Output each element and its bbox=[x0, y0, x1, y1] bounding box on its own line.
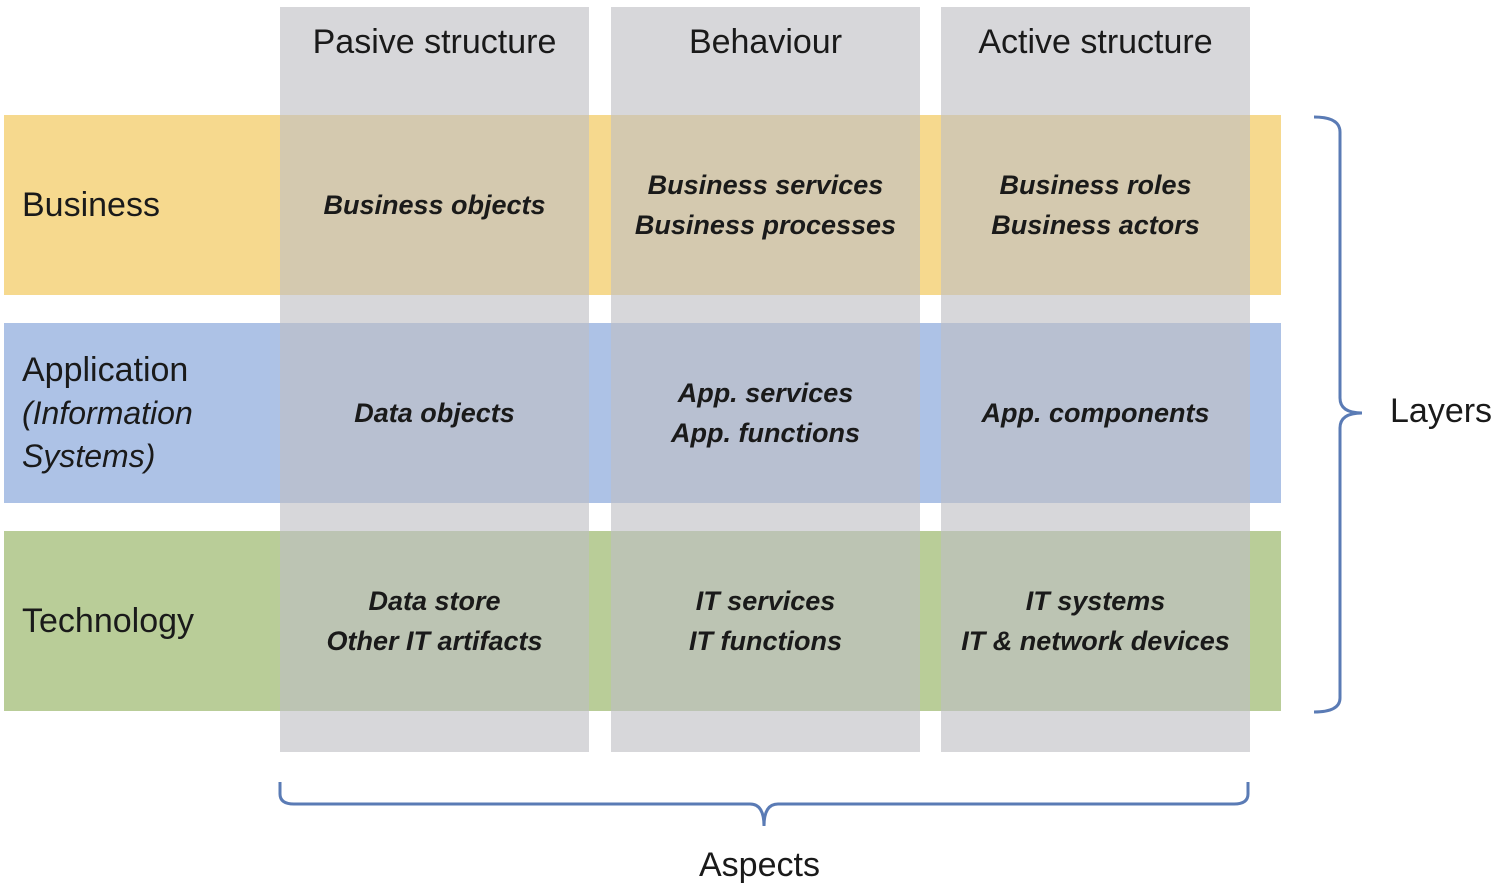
cell-technology-passive: Data store Other IT artifacts bbox=[280, 531, 589, 711]
layers-bracket-icon bbox=[1313, 115, 1363, 714]
cell-line: Business objects bbox=[323, 189, 546, 220]
active-structure-column: Active structure bbox=[941, 7, 1250, 752]
cell-line: IT services bbox=[695, 585, 836, 616]
cell-line: IT systems bbox=[1025, 585, 1166, 616]
row-label-application-text: Application bbox=[22, 350, 189, 389]
cell-business-active: Business roles Business actors bbox=[941, 115, 1250, 295]
cell-technology-behaviour: IT services IT functions bbox=[611, 531, 920, 711]
cell-line: Other IT artifacts bbox=[326, 626, 543, 656]
cell-business-passive: Business objects bbox=[280, 115, 589, 295]
cell-line: Business services bbox=[647, 169, 884, 200]
cell-line: IT functions bbox=[689, 626, 842, 656]
column-header-behaviour: Behaviour bbox=[688, 22, 843, 61]
aspects-label: Aspects bbox=[699, 846, 820, 884]
cell-application-behaviour: App. services App. functions bbox=[611, 323, 920, 503]
cell-line: App. functions bbox=[671, 418, 860, 448]
cell-line: Business actors bbox=[991, 210, 1200, 240]
cell-line: Data store bbox=[368, 585, 501, 616]
behaviour-column: Behaviour bbox=[611, 7, 920, 752]
row-label-application-sub2: Systems) bbox=[22, 438, 156, 475]
cell-line: IT & network devices bbox=[961, 626, 1230, 656]
cell-technology-active: IT systems IT & network devices bbox=[941, 531, 1250, 711]
row-label-technology: Technology bbox=[22, 531, 277, 711]
cell-line: App. components bbox=[981, 397, 1210, 428]
layers-label: Layers bbox=[1390, 392, 1493, 430]
cell-application-active: App. components bbox=[941, 323, 1250, 503]
row-label-technology-text: Technology bbox=[22, 601, 195, 640]
cell-line: Business roles bbox=[999, 169, 1192, 200]
passive-structure-column: Pasive structure bbox=[280, 7, 589, 752]
cell-line: Business processes bbox=[634, 210, 897, 240]
row-label-application: Application (Information Systems) bbox=[22, 323, 277, 503]
aspects-bracket-icon bbox=[278, 782, 1250, 827]
column-header-passive-structure: Pasive structure bbox=[312, 22, 557, 61]
row-label-business: Business bbox=[22, 115, 277, 295]
cell-line: Data objects bbox=[354, 397, 515, 428]
column-header-active-structure: Active structure bbox=[978, 22, 1213, 61]
cell-business-behaviour: Business services Business processes bbox=[611, 115, 920, 295]
row-label-application-sub1: (Information bbox=[22, 394, 193, 431]
cell-application-passive: Data objects bbox=[280, 323, 589, 503]
row-label-business-text: Business bbox=[22, 185, 160, 224]
cell-line: App. services bbox=[677, 377, 854, 408]
